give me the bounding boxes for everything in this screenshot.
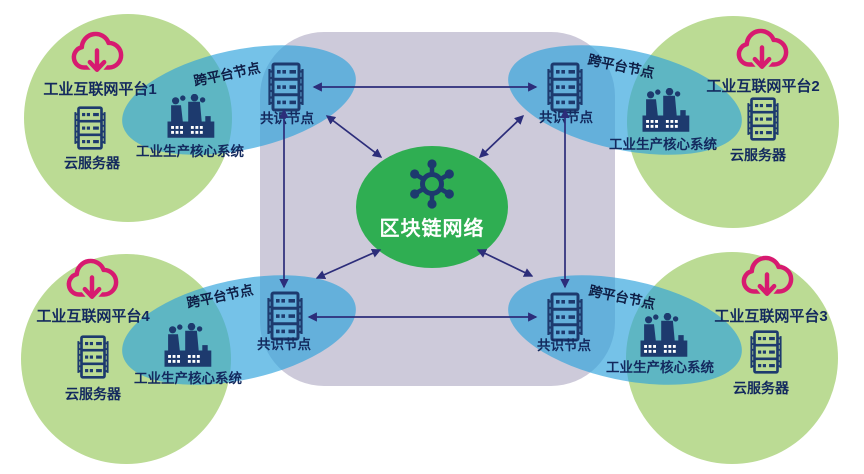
consensus-node-label: 共识节点 xyxy=(537,338,591,353)
link-tl-center xyxy=(325,115,383,158)
platform-name-1: 工业互联网平台1 xyxy=(43,81,157,98)
platform-name-4: 工业互联网平台4 xyxy=(36,308,150,325)
cloud-server-label: 云服务器 xyxy=(65,386,121,402)
consensus-node-label: 共识节点 xyxy=(257,337,311,352)
core-system-label: 工业生产核心系统 xyxy=(606,360,714,375)
blockchain-network-label: 区块链网络 xyxy=(379,218,485,240)
core-system-label: 工业生产核心系统 xyxy=(136,144,244,159)
core-system-label: 工业生产核心系统 xyxy=(609,137,717,152)
core-system-label: 工业生产核心系统 xyxy=(134,371,242,386)
link-br-center xyxy=(476,249,534,277)
link-tr-center xyxy=(478,115,525,158)
link-bl-center xyxy=(315,248,382,280)
cloud-server-label: 云服务器 xyxy=(730,147,786,163)
platform-name-2: 工业互联网平台2 xyxy=(706,78,820,95)
cloud-server-label: 云服务器 xyxy=(733,380,789,396)
platform-name-3: 工业互联网平台3 xyxy=(714,308,828,325)
cloud-server-label: 云服务器 xyxy=(64,155,120,171)
